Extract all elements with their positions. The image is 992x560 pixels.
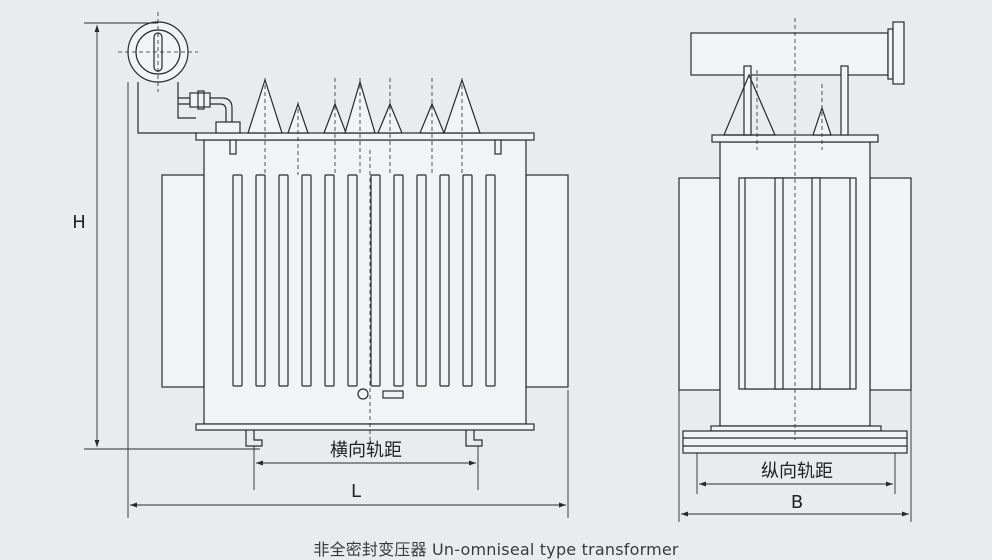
conservator-tank [690,32,889,76]
label-width: B [791,492,803,513]
right-end-block [525,174,569,388]
lifting-lug-right [494,139,502,155]
label-transverse-gauge: 横向轨距 [330,440,402,461]
side-end-left [678,177,721,391]
oil-level-gauge [127,21,189,83]
label-height: H [72,212,86,233]
base-plate [195,423,535,431]
tank-body [203,139,527,425]
left-end-block [161,174,205,388]
tank-cover [195,132,535,141]
wheel-right [465,430,483,447]
side-end-right [869,177,912,391]
lifting-lug-left [229,139,237,155]
side-base [710,425,882,432]
figure-caption: 非全密封变压器 Un-omniseal type transformer [313,540,679,559]
radiator-fins [232,174,496,387]
wheel-left [245,430,263,447]
nameplate [382,390,404,399]
breather [189,92,211,108]
front-centerlines [118,12,463,440]
drain-valve [357,388,369,400]
front-view [127,21,569,447]
bushings [247,78,481,134]
label-length: L [351,481,361,502]
dimension-lines [84,22,912,522]
label-longitudinal-gauge: 纵向轨距 [761,461,833,482]
side-centerlines [756,18,823,440]
